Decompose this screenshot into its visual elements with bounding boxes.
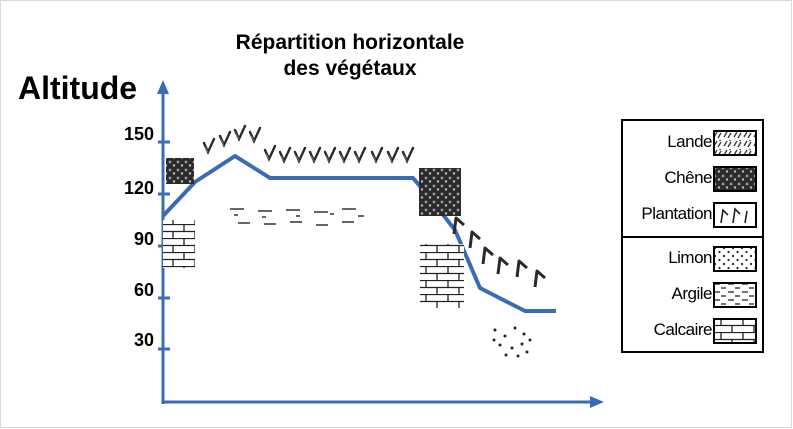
legend-item-plantation: Plantation — [623, 201, 762, 229]
legend-label: Calcaire — [653, 320, 713, 339]
limon-swatch-icon — [713, 246, 757, 272]
legend-label: Chêne — [664, 168, 712, 187]
legend-item-argile: Argile — [623, 281, 762, 309]
terrain-profile — [161, 154, 556, 313]
chene-patch-left — [166, 158, 194, 184]
legend-label: Plantation — [641, 204, 712, 223]
legend-label: Limon — [668, 248, 712, 267]
argile-swatch-icon — [713, 282, 757, 308]
y-tick-label-60: 60 — [133, 280, 154, 300]
diagram-title-line-1: Répartition horizontale — [235, 31, 465, 54]
calcaire-soil-right — [420, 244, 464, 308]
y-tick-label-90: 90 — [133, 229, 154, 249]
plantation-vegetation — [452, 216, 547, 289]
y-axis-label: Altitude — [18, 70, 138, 106]
calcaire-soil-left — [163, 220, 195, 268]
chene-patch-right — [419, 168, 461, 216]
plantation-swatch-icon — [713, 202, 757, 228]
legend-label: Argile — [671, 284, 713, 303]
limon-soil — [492, 326, 532, 358]
legend: Lande Chêne Plantation Limon Argile Calc… — [621, 119, 764, 353]
legend-item-chene: Chêne — [623, 165, 762, 193]
legend-label: Lande — [667, 132, 712, 151]
y-tick-label-150: 150 — [123, 124, 154, 144]
legend-divider — [623, 236, 762, 238]
lande-swatch-icon — [713, 130, 757, 156]
y-tick-label-30: 30 — [133, 330, 154, 350]
legend-item-lande: Lande — [623, 129, 762, 157]
argile-soil-plateau — [230, 208, 364, 226]
calcaire-swatch-icon — [713, 318, 757, 344]
x-axis — [162, 396, 604, 408]
legend-item-limon: Limon — [623, 245, 762, 273]
diagram-title-line-2: des végétaux — [283, 57, 417, 80]
chene-swatch-icon — [713, 166, 757, 192]
y-tick-label-120: 120 — [123, 178, 154, 198]
legend-item-calcaire: Calcaire — [623, 317, 762, 345]
